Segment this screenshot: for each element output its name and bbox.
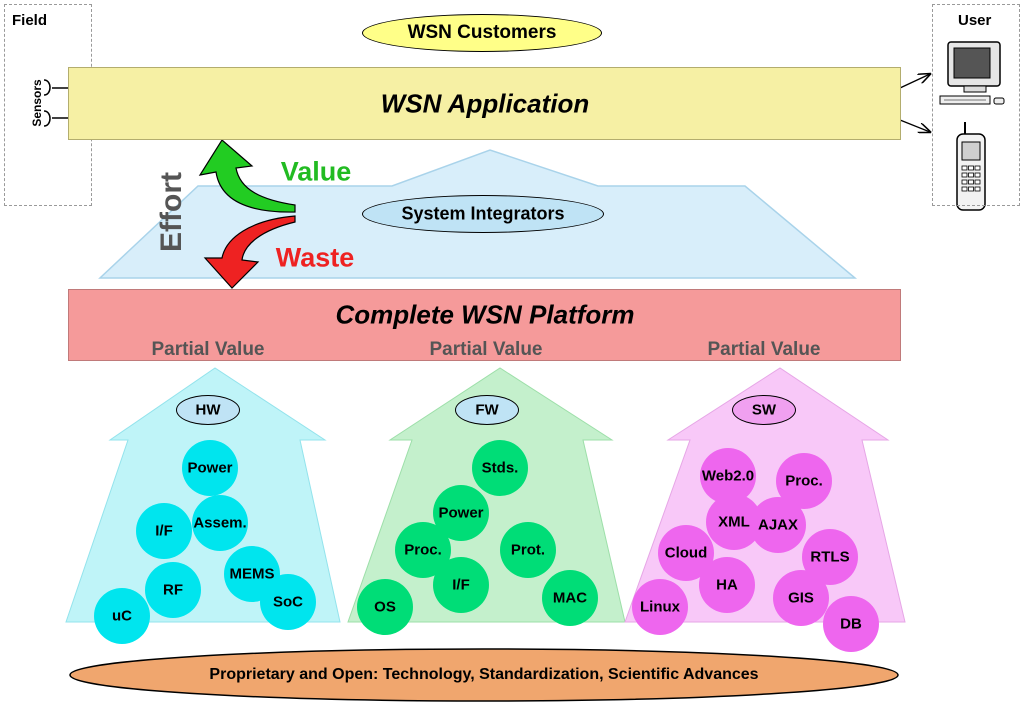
effort-label: Effort — [155, 172, 188, 252]
hw-partial-value-label: Partial Value — [151, 339, 265, 360]
sw-tag-label: SW — [751, 401, 777, 419]
hw-tag — [176, 395, 240, 425]
waste-arrow — [203, 215, 296, 289]
fw-node — [542, 570, 598, 626]
hw-node-label: uC — [112, 607, 132, 625]
sw-node-label: RTLS — [810, 548, 850, 566]
hw-tag-label: HW — [195, 401, 221, 419]
fw-node — [357, 579, 413, 635]
sw-node-label: DB — [840, 615, 862, 633]
sw-node-label: Proc. — [785, 472, 823, 490]
customers-label: WSN Customers — [407, 22, 557, 43]
value-label: Value — [280, 156, 352, 187]
integrators-ellipse — [362, 195, 604, 233]
sw-node — [773, 570, 829, 626]
integrators-label: System Integrators — [401, 203, 565, 224]
sw-tag — [732, 395, 796, 425]
fw-partial-value-label: Partial Value — [429, 339, 543, 360]
fw-node-label: Proc. — [404, 541, 442, 559]
fw-tag-label: FW — [475, 401, 499, 419]
sw-node — [823, 596, 879, 652]
sw-node-label: Cloud — [664, 544, 708, 562]
sw-node-label: AJAX — [757, 516, 799, 534]
hw-node — [94, 588, 150, 644]
sw-node — [750, 497, 806, 553]
fw-node — [500, 522, 556, 578]
sw-node-label: Web2.0 — [701, 467, 755, 485]
platform-label: Complete WSN Platform — [335, 299, 635, 330]
hw-node — [192, 495, 248, 551]
hw-node-label: MEMS — [229, 565, 275, 583]
hw-node — [145, 562, 201, 618]
fw-tag — [455, 395, 519, 425]
hw-node-label: Assem. — [193, 514, 247, 532]
user-title: User — [958, 12, 992, 29]
sensor-symbol-2 — [43, 110, 51, 127]
sensor-symbol-1 — [43, 79, 51, 96]
hw-node-label: I/F — [155, 522, 173, 540]
app-to-computer-arrow — [899, 74, 930, 89]
fw-node — [472, 440, 528, 496]
fw-node-label: I/F — [452, 576, 470, 594]
application-label: WSN Application — [380, 88, 590, 119]
waste-label: Waste — [275, 242, 355, 273]
app-to-phone-arrow — [899, 119, 930, 132]
fw-node-label: Power — [438, 504, 484, 522]
hw-node-label: SoC — [273, 593, 303, 611]
hw-node-label: RF — [163, 581, 183, 599]
hw-node — [182, 440, 238, 496]
sw-node-label: Linux — [640, 598, 680, 616]
foundation-ellipse — [69, 648, 899, 702]
mobile-phone-icon — [956, 122, 986, 211]
customers-ellipse — [362, 14, 602, 52]
sw-node — [699, 557, 755, 613]
fw-node-label: OS — [374, 598, 396, 616]
hw-node — [136, 503, 192, 559]
hw-node-label: Power — [187, 459, 233, 477]
field-title: Field — [12, 12, 48, 29]
fw-node-label: Stds. — [481, 459, 519, 477]
fw-node — [433, 557, 489, 613]
platform-bar — [68, 289, 901, 361]
sensors-label: Sensors — [30, 79, 44, 127]
sw-node — [632, 579, 688, 635]
sw-node-label: GIS — [788, 589, 814, 607]
sw-node-label: HA — [716, 576, 738, 594]
fw-node-label: MAC — [552, 589, 588, 607]
computer-icon — [939, 41, 1005, 105]
application-bar — [68, 67, 901, 140]
sw-partial-value-label: Partial Value — [707, 339, 821, 360]
sw-node-label: XML — [718, 513, 750, 531]
user-panel — [932, 4, 1020, 206]
hw-node — [260, 574, 316, 630]
foundation-label: Proprietary and Open: Technology, Standa… — [209, 666, 759, 683]
value-arrow — [198, 139, 296, 213]
fw-node-label: Prot. — [510, 541, 546, 559]
